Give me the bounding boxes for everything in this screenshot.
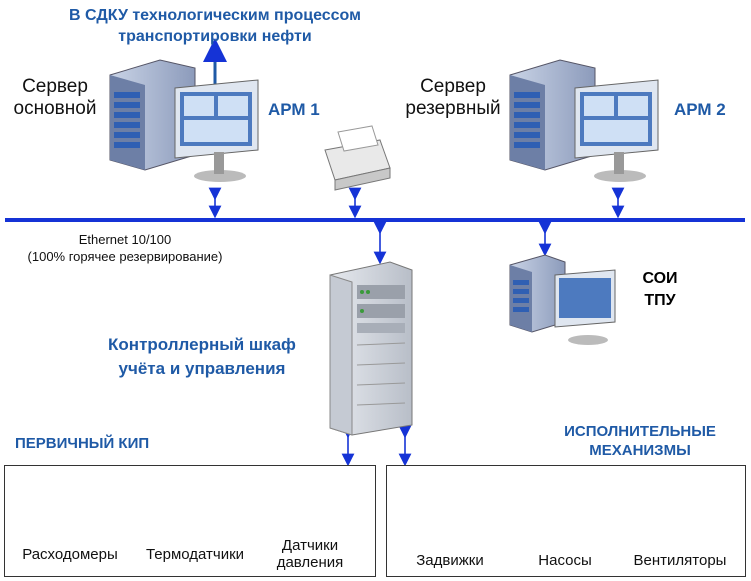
server-reserve-line1: Сервер	[420, 76, 486, 97]
arm2-monitor-icon	[574, 79, 659, 182]
arm2-label: АРМ 2	[674, 100, 726, 119]
device-valves-label: Задвижки	[416, 552, 484, 569]
cabinet-line1: Контроллерный шкаф	[108, 335, 296, 354]
arm1-label: АРМ 1	[268, 100, 320, 119]
server-main-line2: основной	[13, 98, 97, 119]
server-reserve-line2: резервный	[405, 98, 501, 119]
device-thermosensors-label: Термодатчики	[145, 546, 245, 563]
device-pumps-label: Насосы	[538, 552, 592, 569]
actuators-title-line2: МЕХАНИЗМЫ	[589, 442, 691, 459]
network-line1: Ethernet 10/100	[78, 232, 172, 247]
cabinet-line2: учёта и управления	[118, 359, 286, 378]
device-pressure-line2: давления	[276, 554, 344, 571]
header-title: В СДКУ технологическим процессом транспо…	[40, 5, 390, 47]
primary-kip-title: ПЕРВИЧНЫЙ КИП	[15, 435, 150, 452]
actuators-box	[386, 465, 746, 577]
soi-label: СОИ ТПУ	[630, 268, 690, 312]
server-main-icon	[109, 59, 196, 171]
device-fans-label: Вентиляторы	[633, 552, 727, 569]
network-label: Ethernet 10/100 (100% горячее резервиров…	[5, 231, 245, 265]
soi-line1: СОИ	[642, 270, 678, 287]
primary-kip-box	[4, 465, 376, 577]
controller-cabinet-icon	[329, 261, 413, 436]
device-pressure-label: Датчики давления	[260, 537, 360, 571]
actuators-title: ИСПОЛНИТЕЛЬНЫЕ МЕХАНИЗМЫ	[540, 422, 740, 460]
cabinet-label: Контроллерный шкаф учёта и управления	[82, 333, 322, 381]
server-main-line1: Сервер	[22, 76, 88, 97]
network-line2: (100% горячее резервирование)	[27, 249, 223, 264]
header-line1: В СДКУ технологическим процессом	[69, 7, 361, 24]
printer-icon	[324, 125, 391, 191]
arm1-monitor-icon	[174, 79, 259, 182]
soi-line2: ТПУ	[644, 292, 676, 309]
server-main-label: Сервер основной	[5, 76, 105, 120]
device-flowmeters-label: Расходомеры	[22, 546, 118, 563]
actuators-title-line1: ИСПОЛНИТЕЛЬНЫЕ	[564, 423, 716, 440]
soi-computer-icon	[509, 254, 616, 345]
device-pressure-line1: Датчики	[281, 537, 339, 554]
header-line2: транспортировки нефти	[118, 28, 312, 45]
server-reserve-label: Сервер резервный	[398, 76, 508, 120]
bus-link-arrows	[208, 187, 625, 467]
